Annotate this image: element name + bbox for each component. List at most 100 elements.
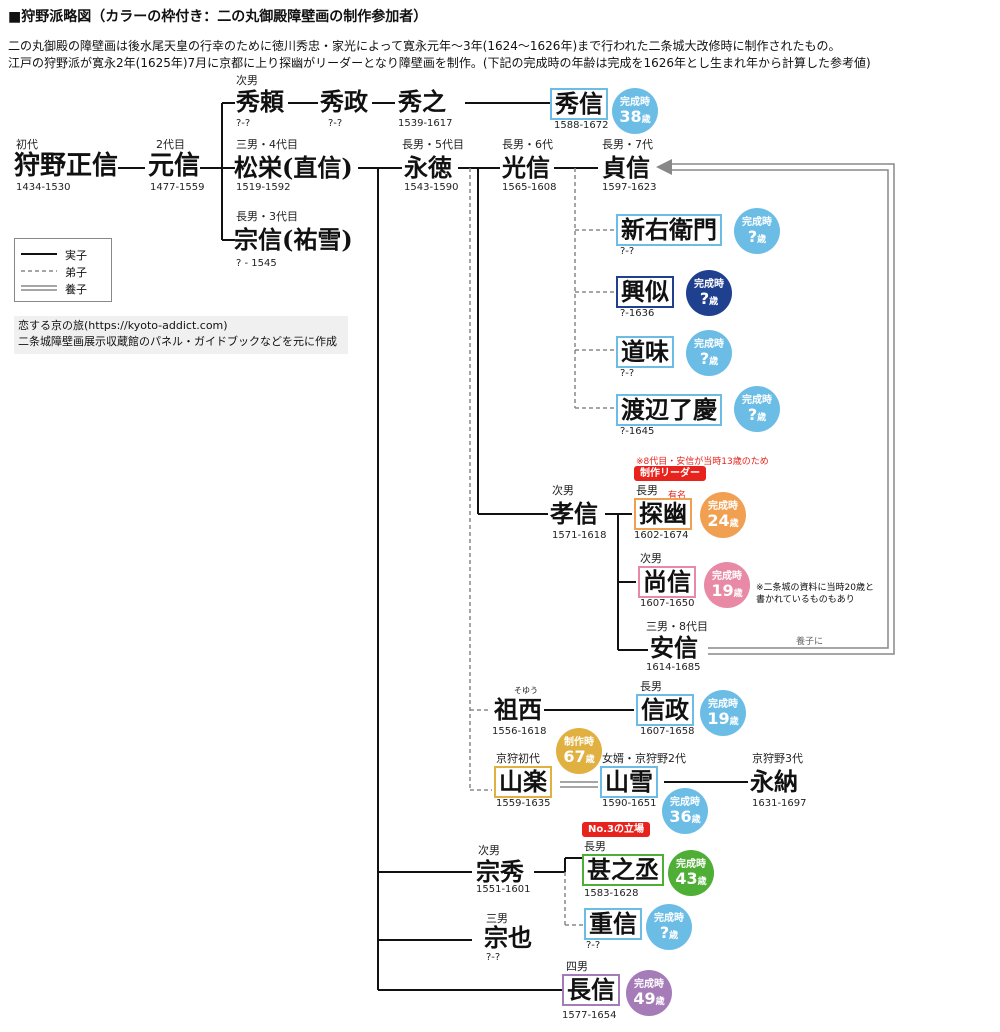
hidenobu-years: 1588-1672 <box>554 120 609 131</box>
munaya-name: 宗也 <box>484 923 532 952</box>
tanyu-age-badge: 完成時 24歳 <box>700 492 746 538</box>
sosei-years: 1556-1618 <box>492 726 547 737</box>
shigenobu-age-badge: 完成時 ?歳 <box>646 904 692 950</box>
shigenobu-age: ? <box>659 923 670 942</box>
domi-years: ?-? <box>620 368 635 379</box>
sadanobu-tag: 長男・7代 <box>602 138 653 151</box>
hidenobu-name: 秀信 <box>550 88 608 120</box>
intro-line-1: 二の丸御殿の障壁画は後水尾天皇の行幸のために徳川秀忠・家光によって寛永元年〜3年… <box>8 39 841 53</box>
einou-tag: 京狩野3代 <box>752 752 803 765</box>
nobumasa-age: 19 <box>707 709 730 728</box>
age-unit: 歳 <box>709 297 719 307</box>
badge-label-work: 制作時 <box>564 737 594 748</box>
age-unit: 歳 <box>655 997 665 1007</box>
sansetsu-years: 1590-1651 <box>602 798 657 809</box>
eitoku-tag: 長男・5代目 <box>402 138 464 151</box>
takanobu-tag: 次男 <box>552 484 574 497</box>
badge-label: 完成時 <box>708 501 738 512</box>
age-unit: 歳 <box>669 931 679 941</box>
domi-age: ? <box>699 349 710 368</box>
naonobu-note-line-1: ※二条城の資料に当時20歳と <box>756 583 874 593</box>
hidemasa-name: 秀政 <box>320 87 368 116</box>
badge-label: 完成時 <box>742 395 772 406</box>
jinnojo-age: 43 <box>675 869 698 888</box>
motonobu-name: 元信 <box>148 151 201 181</box>
sanraku-age: 67 <box>563 747 586 766</box>
naonobu-age: 19 <box>711 581 734 600</box>
einou-name: 永納 <box>750 767 798 796</box>
eitoku-years: 1543-1590 <box>404 182 459 193</box>
sansetsu-name: 山雪 <box>600 766 658 798</box>
tanyu-name: 探幽 <box>634 498 692 530</box>
masanobu-name: 狩野正信 <box>14 151 119 181</box>
age-unit: 歳 <box>585 755 595 765</box>
age-unit: 歳 <box>697 877 707 887</box>
koji-age: ? <box>699 289 710 308</box>
badge-label: 完成時 <box>712 571 742 582</box>
shoei-tag: 三男・4代目 <box>236 138 298 151</box>
sanraku-tag: 京狩初代 <box>496 752 540 765</box>
munenobu-tag: 長男・3代目 <box>236 210 298 223</box>
sansetsu-age: 36 <box>669 807 692 826</box>
badge-label: 完成時 <box>694 339 724 350</box>
intro-line-2: 江戸の狩野派が寛永2年(1625年)7月に京都に上り探幽がリーダーとなり障壁画を… <box>8 56 871 70</box>
badge-label: 完成時 <box>620 97 650 108</box>
naonobu-note-line-2: 書かれているものもあり <box>756 595 855 605</box>
soshu-years: 1551-1601 <box>476 884 531 895</box>
ryokei-age-badge: 完成時 ?歳 <box>734 386 780 432</box>
sosei-name: 祖西 <box>494 695 542 724</box>
tanyu-note: ※8代目・安信が当時13歳のため <box>636 457 769 467</box>
soshu-tag: 次男 <box>478 844 500 857</box>
sansetsu-age-badge: 完成時 36歳 <box>662 788 708 834</box>
hidemasa-years: ?-? <box>328 118 343 129</box>
nobumasa-name: 信政 <box>636 694 694 726</box>
jinnojo-age-badge: 完成時 43歳 <box>668 850 714 896</box>
koji-age-badge: 完成時 ?歳 <box>686 270 732 316</box>
takanobu-years: 1571-1618 <box>552 530 607 541</box>
shinuemon-name: 新右衛門 <box>616 214 722 246</box>
naonobu-age-badge: 完成時 19歳 <box>704 562 750 608</box>
legend-disciple: 弟子 <box>65 266 87 279</box>
shinuemon-years: ?-? <box>620 246 635 257</box>
jinnojo-name: 甚之丞 <box>582 854 664 886</box>
legend-adopted: 養子 <box>65 283 87 296</box>
ryokei-age: ? <box>747 405 758 424</box>
hideyuki-name: 秀之 <box>398 87 446 116</box>
naganobu-tag: 四男 <box>566 960 588 973</box>
shigenobu-years: ?-? <box>586 940 601 951</box>
motonobu-years: 1477-1559 <box>150 182 205 193</box>
tanyu-leader-tag: 制作リーダー <box>634 466 706 481</box>
intro-text: 二の丸御殿の障壁画は後水尾天皇の行幸のために徳川秀忠・家光によって寛永元年〜3年… <box>8 38 871 72</box>
shinuemon-age-badge: 完成時 ?歳 <box>734 208 780 254</box>
jinnojo-tag: 長男 <box>584 840 606 853</box>
naganobu-age-badge: 完成時 49歳 <box>626 970 672 1016</box>
adopt-note: 養子に <box>796 637 824 647</box>
badge-label: 完成時 <box>694 279 724 290</box>
age-unit: 歳 <box>729 717 739 727</box>
naganobu-years: 1577-1654 <box>562 1010 617 1021</box>
age-unit: 歳 <box>641 115 651 125</box>
badge-label: 完成時 <box>742 217 772 228</box>
naonobu-years: 1607-1650 <box>640 598 695 609</box>
credit: 恋する京の旅(https://kyoto-addict.com) 二条城障壁画展… <box>14 316 348 354</box>
ryokei-years: ?-1645 <box>620 426 655 437</box>
sadanobu-name: 貞信 <box>602 153 650 182</box>
masanobu-years: 1434-1530 <box>16 182 71 193</box>
yasunobu-years: 1614-1685 <box>646 662 701 673</box>
naganobu-age: 49 <box>633 989 656 1008</box>
yasunobu-name: 安信 <box>650 633 698 662</box>
badge-label: 完成時 <box>654 913 684 924</box>
munaya-years: ?-? <box>486 952 501 963</box>
naonobu-note: ※二条城の資料に当時20歳と 書かれているものもあり <box>756 582 874 606</box>
jinnojo-role-tag: No.3の立場 <box>582 822 650 837</box>
shoei-name: 松栄(直信) <box>234 153 353 182</box>
sansetsu-tag: 女婿・京狩野2代 <box>602 752 686 765</box>
nobumasa-tag: 長男 <box>640 680 662 693</box>
motonobu-tag: 2代目 <box>156 138 185 151</box>
badge-label: 完成時 <box>634 979 664 990</box>
einou-years: 1631-1697 <box>752 798 807 809</box>
shinuemon-age: ? <box>747 227 758 246</box>
mitsunobu-years: 1565-1608 <box>502 182 557 193</box>
credit-line-1: 恋する京の旅(https://kyoto-addict.com) <box>18 319 228 332</box>
age-unit: 歳 <box>757 413 767 423</box>
